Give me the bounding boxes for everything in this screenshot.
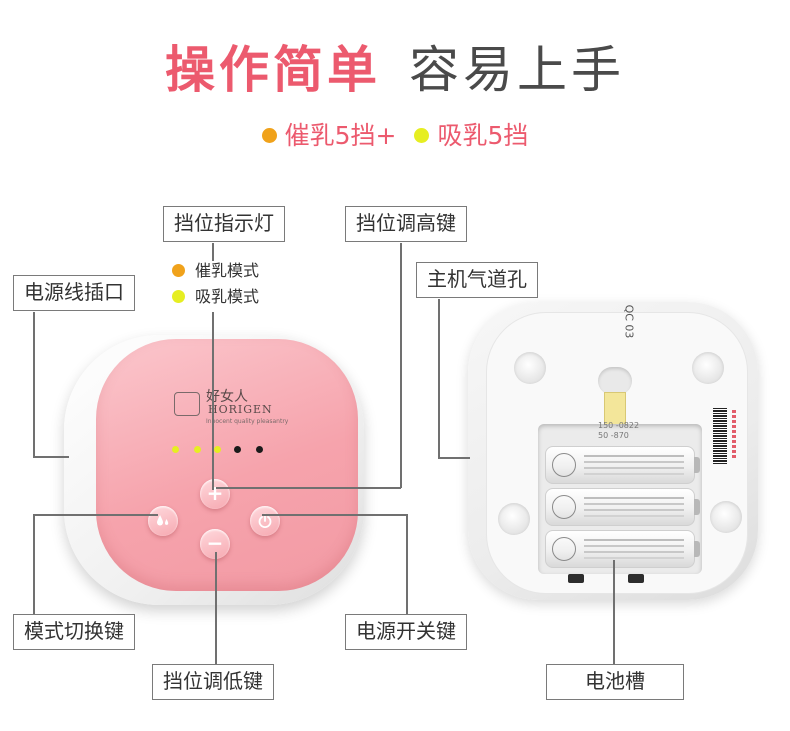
label-power-port: 电源线插口 [13, 275, 135, 311]
subtitle-item-2: 吸乳5挡 [437, 121, 529, 150]
brand-logo-icon [174, 392, 200, 416]
indicator-light-1 [172, 446, 179, 453]
leader-mode-horizontal [33, 514, 158, 516]
subtitle: 催乳5挡+ 吸乳5挡 [0, 116, 790, 152]
indicator-light-3 [214, 446, 221, 453]
battery-clip-right [628, 574, 644, 583]
rubber-foot-bottom-left [498, 503, 530, 535]
orange-dot-icon [261, 127, 277, 143]
brand-tagline: Innocent quality pleasantry [206, 418, 289, 425]
gear-up-button[interactable]: + [200, 479, 230, 509]
leader-power-port-vertical [33, 312, 35, 457]
indicator-light-4 [234, 446, 241, 453]
legend-label-2: 吸乳模式 [195, 287, 260, 306]
main-unit-face [96, 339, 358, 591]
mode-switch-button[interactable] [148, 506, 178, 536]
leader-mode-vertical [33, 514, 35, 616]
title-part-1: 操作简单 [165, 41, 381, 99]
sticker-line-2: 50 -870 [598, 431, 629, 440]
battery-1 [545, 446, 700, 484]
label-power-switch: 电源开关键 [345, 614, 467, 650]
title-part-2: 容易上手 [409, 41, 625, 99]
legend-label-1: 催乳模式 [195, 261, 260, 280]
rubber-foot-top-left [514, 352, 546, 384]
label-battery-slot: 电池槽 [546, 664, 684, 700]
battery-2 [545, 488, 700, 526]
compartment-sticker: 150 -0822 50 -870 [598, 421, 639, 441]
leader-battery-slot [613, 560, 615, 664]
droplet-icon [157, 515, 169, 526]
label-gear-indicator: 挡位指示灯 [163, 206, 285, 242]
indicator-light-5 [256, 446, 263, 453]
subtitle-item-1: 催乳5挡+ [284, 121, 397, 150]
page-title: 操作简单容易上手 [0, 30, 790, 102]
leader-gear-up-horizontal [216, 487, 401, 489]
battery-3 [545, 530, 700, 568]
leader-power-horizontal [262, 514, 407, 516]
power-icon [258, 513, 272, 528]
barcode-icon [713, 408, 727, 464]
rubber-foot-top-right [692, 352, 724, 384]
leader-gear-up-vertical [212, 312, 214, 490]
yellow-dot-icon [414, 127, 430, 143]
leader-gear-indicator [212, 243, 214, 261]
brand-name-en: HORIGEN [208, 403, 273, 416]
leader-power-port-horizontal [33, 456, 69, 458]
label-mode-switch: 模式切换键 [13, 614, 135, 650]
rubber-foot-bottom-right [710, 501, 742, 533]
battery-clip-left [568, 574, 584, 583]
label-air-hole: 主机气道孔 [416, 262, 538, 298]
side-label-strip [732, 410, 736, 460]
indicator-light-2 [194, 446, 201, 453]
legend-item-2: 吸乳模式 [172, 283, 259, 307]
sticker-line-1: 150 -0822 [598, 421, 640, 430]
leader-air-hole-vertical [438, 299, 440, 458]
air-hole [598, 367, 632, 395]
legend-item-1: 催乳模式 [172, 257, 259, 281]
orange-dot-icon [172, 263, 185, 277]
leader-power-vertical [406, 514, 408, 616]
qc-mark: QC 03 [622, 304, 636, 339]
label-gear-up: 挡位调高键 [345, 206, 467, 242]
label-gear-down: 挡位调低键 [152, 664, 274, 700]
leader-gear-down [215, 552, 217, 664]
power-button[interactable] [250, 506, 280, 536]
brand-name-cn: 好女人 [206, 389, 248, 405]
leader-air-hole-horizontal [438, 457, 470, 459]
yellow-dot-icon [172, 289, 185, 303]
leader-gear-up-right [400, 243, 402, 488]
